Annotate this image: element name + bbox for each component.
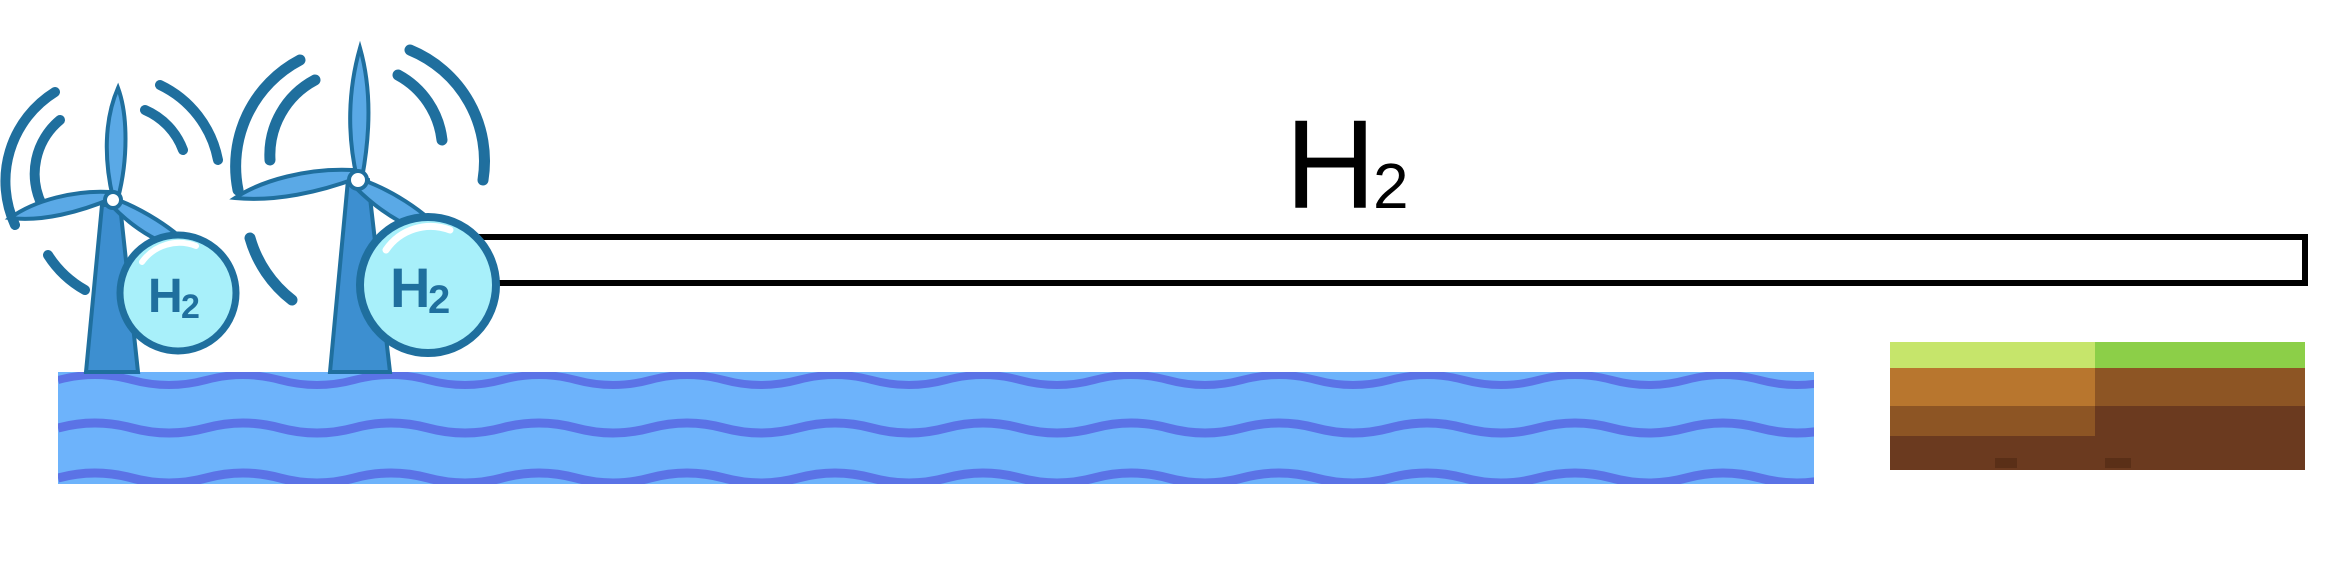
hydrogen-pipeline (467, 234, 2308, 286)
land-soil-icon (1890, 342, 2305, 470)
wave-top (58, 372, 1814, 389)
wind-turbine-icon: H 2 (229, 40, 500, 374)
badge-subscript: 2 (428, 278, 450, 322)
pipeline-tube (467, 234, 2308, 286)
wave-bottom (58, 468, 1814, 484)
pipeline-label-main: H (1285, 94, 1376, 235)
hydrogen-badge: H 2 (356, 213, 500, 357)
sea-waves-icon (58, 372, 1814, 484)
pipeline-label-subscript: 2 (1373, 150, 1409, 222)
wave-middle (58, 418, 1814, 438)
wind-turbine-icon: H 2 (0, 80, 240, 374)
badge-h: H (148, 270, 183, 323)
pipeline-label: H 2 (1285, 94, 1409, 235)
badge-subscript: 2 (181, 288, 200, 326)
badge-h: H (390, 256, 430, 319)
hydrogen-badge: H 2 (116, 231, 240, 355)
